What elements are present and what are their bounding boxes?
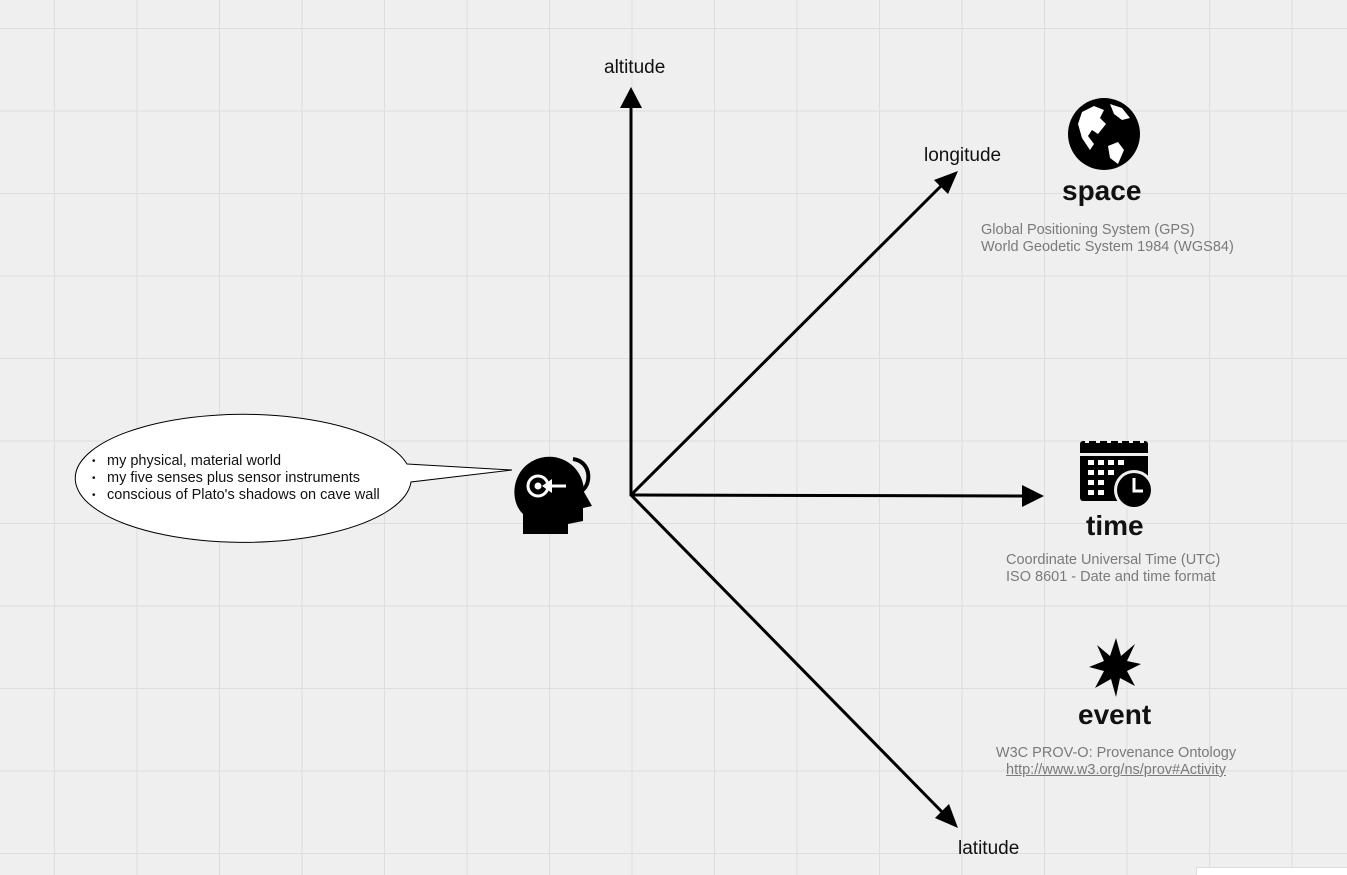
longitude-arrowhead [934,171,958,194]
event-notes: W3C PROV-O: Provenance Ontology http://w… [993,745,1239,779]
bullet-icon: • [92,490,96,501]
head-profile-icon [514,456,592,534]
space-title: space [1062,175,1142,206]
time-note-utc: Coordinate Universal Time (UTC) [1006,552,1221,568]
list-item: • my five senses plus sensor instruments [90,470,380,487]
space-note-wgs84: World Geodetic System 1984 (WGS84) [981,239,1234,255]
altitude-label: altitude [604,57,666,78]
prov-activity-link[interactable]: http://www.w3.org/ns/prov#Activity [1006,762,1226,778]
longitude-label: longitude [924,145,1002,166]
latitude-arrowhead [935,804,958,828]
time-notes: Coordinate Universal Time (UTC) ISO 8601… [1006,552,1220,586]
globe-icon [1068,98,1140,170]
bullet-icon: • [92,456,96,467]
event-title: event [1078,699,1152,730]
corner-panel [1196,867,1347,875]
bullet-icon: • [92,473,96,484]
calendar-clock-icon [1080,437,1154,510]
speech-line: my five senses plus sensor instruments [107,470,361,486]
speech-line: my physical, material world [107,453,282,469]
axes [629,104,1026,817]
time-axis [629,493,1026,498]
burst-icon [1089,638,1141,697]
speech-bubble[interactable] [74,413,513,543]
altitude-arrowhead [620,87,642,108]
space-note-gps: Global Positioning System (GPS) [981,222,1195,238]
space-notes: Global Positioning System (GPS) World Ge… [981,222,1234,256]
speech-bubble-text: • my physical, material world • my five se… [90,453,380,504]
longitude-axis [629,180,947,497]
latitude-label: latitude [958,838,1020,859]
list-item: • conscious of Plato's shadows on cave wa… [90,487,380,504]
list-item: • my physical, material world [90,453,380,470]
latitude-axis [629,493,947,817]
event-note-prov-o: W3C PROV-O: Provenance Ontology [995,745,1237,761]
arrowheads [620,87,1044,828]
time-note-iso8601: ISO 8601 - Date and time format [1006,569,1216,585]
time-title: time [1086,510,1144,541]
speech-line: conscious of Plato's shadows on cave wal… [107,487,380,503]
time-arrowhead [1022,485,1044,507]
